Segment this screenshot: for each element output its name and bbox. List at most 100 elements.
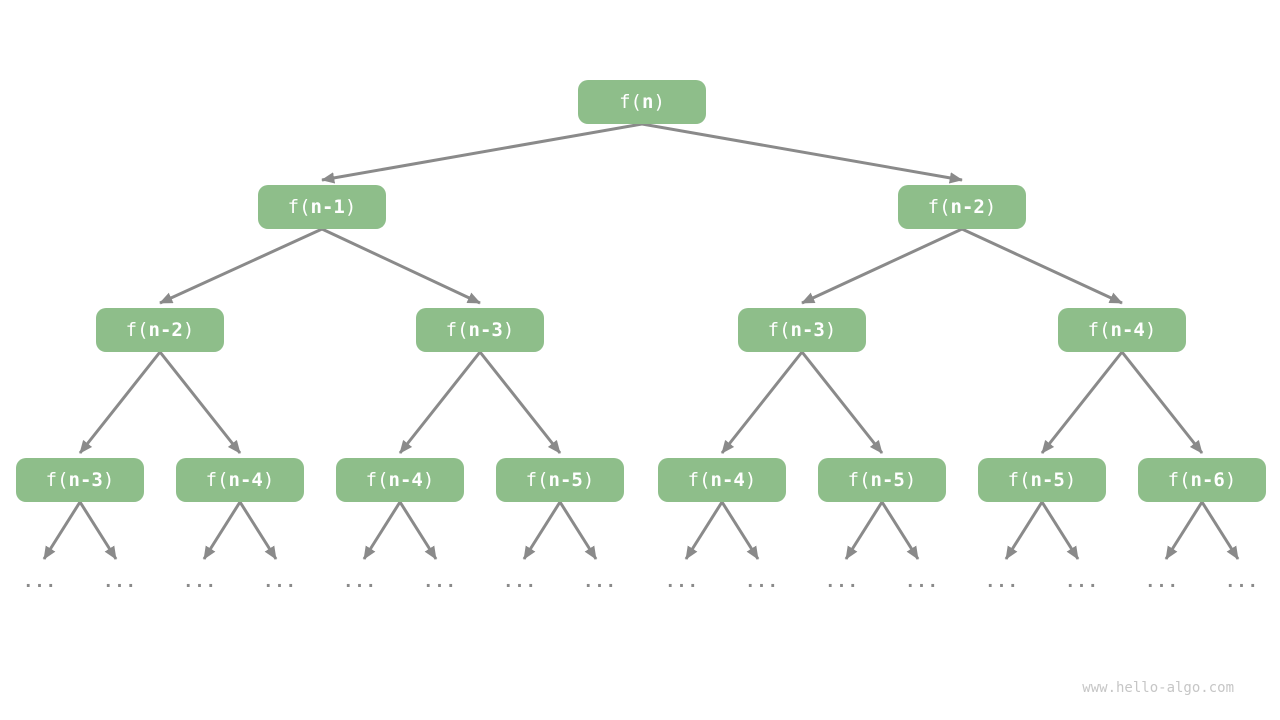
edge-arrow	[202, 501, 242, 560]
edge-arrow	[522, 501, 562, 560]
node-label-var: n-4	[710, 469, 745, 491]
edge-arrow	[398, 501, 438, 560]
node-label-text: )	[344, 196, 357, 218]
edge-arrow	[78, 351, 162, 454]
tree-node-l4-3: f(n-4)	[336, 458, 464, 502]
node-label-text: f(	[125, 319, 149, 341]
edge-arrow	[398, 351, 482, 454]
node-label-text: f(	[45, 469, 69, 491]
tree-node-l3-3: f(n-3)	[738, 308, 866, 352]
edge-arrow	[158, 351, 242, 454]
ellipsis-leaf: ...	[503, 572, 537, 592]
edge-arrow	[478, 351, 562, 454]
tree-node-l2-2: f(n-2)	[898, 185, 1026, 229]
node-label-text: f(	[767, 319, 791, 341]
ellipsis-leaf: ...	[263, 572, 297, 592]
ellipsis-leaf: ...	[905, 572, 939, 592]
edge-arrow	[720, 351, 804, 454]
tree-node-l4-5: f(n-4)	[658, 458, 786, 502]
node-label-var: n-5	[1030, 469, 1065, 491]
node-label-text: )	[102, 469, 115, 491]
ellipsis-leaf: ...	[183, 572, 217, 592]
node-label-text: )	[904, 469, 917, 491]
tree-node-l4-2: f(n-4)	[176, 458, 304, 502]
tree-node-l3-4: f(n-4)	[1058, 308, 1186, 352]
node-label-text: f(	[1087, 319, 1111, 341]
edge-arrow	[1040, 501, 1080, 560]
edge-arrow	[720, 501, 760, 560]
tree-node-l2-1: f(n-1)	[258, 185, 386, 229]
edge-arrow	[78, 501, 118, 560]
edge-arrow	[800, 351, 884, 454]
ellipsis-leaf: ...	[825, 572, 859, 592]
watermark: www.hello-algo.com	[1082, 680, 1234, 696]
ellipsis-leaf: ...	[745, 572, 779, 592]
tree-node-l3-2: f(n-3)	[416, 308, 544, 352]
ellipsis-leaf: ...	[1145, 572, 1179, 592]
node-label-var: n-2	[950, 196, 985, 218]
node-label-text: f(	[927, 196, 951, 218]
node-label-text: )	[1224, 469, 1237, 491]
edge-arrow	[1164, 501, 1204, 560]
node-label-var: n-3	[468, 319, 503, 341]
node-label-text: )	[422, 469, 435, 491]
node-label-text: f(	[287, 196, 311, 218]
ellipsis-leaf: ...	[665, 572, 699, 592]
edge-arrow	[321, 227, 481, 305]
ellipsis-leaf: ...	[103, 572, 137, 592]
node-label-text: )	[744, 469, 757, 491]
edge-arrow	[1004, 501, 1044, 560]
node-label-text: f(	[445, 319, 469, 341]
edge-arrow	[844, 501, 884, 560]
node-label-text: )	[653, 91, 665, 113]
node-label-text: f(	[687, 469, 711, 491]
edge-arrow	[961, 227, 1123, 305]
node-label-var: n-2	[148, 319, 183, 341]
node-label-text: f(	[1167, 469, 1191, 491]
ellipsis-leaf: ...	[1065, 572, 1099, 592]
edge-arrow	[684, 501, 724, 560]
node-label-var: n-6	[1190, 469, 1225, 491]
ellipsis-leaf: ...	[343, 572, 377, 592]
node-label-text: )	[824, 319, 837, 341]
edge-arrow	[641, 122, 963, 184]
edge-arrow	[1040, 351, 1124, 454]
node-label-text: )	[502, 319, 515, 341]
node-label-text: f(	[365, 469, 389, 491]
node-label-var: n-4	[1110, 319, 1145, 341]
ellipsis-leaf: ...	[1225, 572, 1259, 592]
node-label-var: n-4	[388, 469, 423, 491]
node-label-var: n-5	[548, 469, 583, 491]
node-label-text: )	[182, 319, 195, 341]
tree-node-l3-1: f(n-2)	[96, 308, 224, 352]
node-label-text: f(	[847, 469, 871, 491]
node-label-text: )	[262, 469, 275, 491]
edge-arrow	[1120, 351, 1204, 454]
node-label-text: f(	[525, 469, 549, 491]
node-label-text: f(	[205, 469, 229, 491]
node-label-text: )	[1064, 469, 1077, 491]
node-label-text: )	[582, 469, 595, 491]
node-label-text: f(	[1007, 469, 1031, 491]
edge-arrow	[801, 227, 963, 305]
edge-arrow	[238, 501, 278, 560]
tree-node-l4-4: f(n-5)	[496, 458, 624, 502]
edge-arrow	[159, 227, 323, 305]
node-label-var: n	[641, 91, 654, 113]
node-label-var: n-4	[228, 469, 263, 491]
edge-arrow	[321, 122, 643, 184]
ellipsis-leaf: ...	[583, 572, 617, 592]
ellipsis-leaf: ...	[423, 572, 457, 592]
ellipsis-leaf: ...	[23, 572, 57, 592]
tree-node-l4-8: f(n-6)	[1138, 458, 1266, 502]
node-label-var: n-3	[68, 469, 103, 491]
node-label-var: n-1	[310, 196, 345, 218]
ellipsis-leaf: ...	[985, 572, 1019, 592]
tree-node-l1-1: f(n)	[578, 80, 706, 124]
node-label-var: n-3	[790, 319, 825, 341]
edge-arrow	[558, 501, 598, 560]
node-label-text: f(	[619, 91, 642, 113]
edge-arrow	[362, 501, 402, 560]
